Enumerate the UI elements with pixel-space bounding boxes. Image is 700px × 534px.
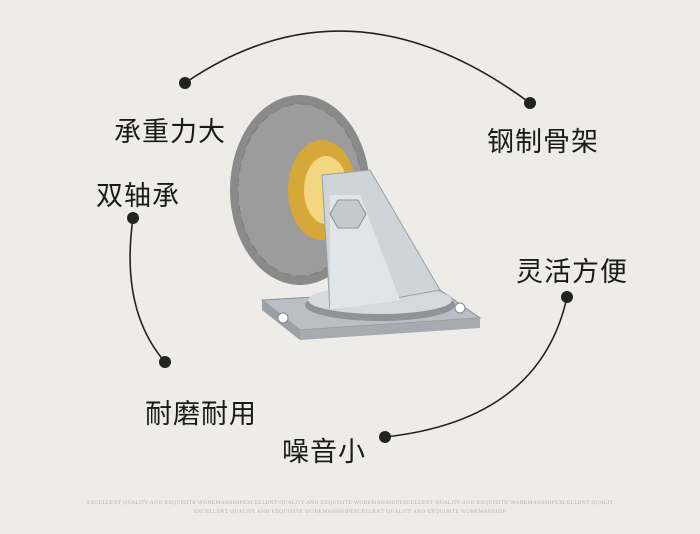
dot [159, 356, 171, 368]
dot [179, 77, 191, 89]
dot [561, 291, 573, 303]
dot [379, 431, 391, 443]
label-wear-resistant: 耐磨耐用 [145, 399, 257, 430]
label-flexible: 灵活方便 [516, 257, 628, 288]
footer-text: EXCELLENT QUALITY AND EXQUISITE WORKMANS… [86, 500, 614, 506]
label-load-capacity: 承重力大 [114, 117, 226, 148]
dot [127, 212, 139, 224]
dot [524, 97, 536, 109]
top-arc [184, 30, 531, 104]
left-arc [129, 217, 166, 363]
right-arc [384, 296, 568, 438]
label-double-bearing: 双轴承 [96, 181, 180, 212]
label-steel-frame: 钢制骨架 [487, 127, 599, 158]
footer-text: EXCELLENT QUALITY AND EXQUISITE WORKMANS… [193, 509, 507, 515]
caster-wheel [230, 95, 482, 340]
label-low-noise: 噪音小 [282, 437, 366, 468]
